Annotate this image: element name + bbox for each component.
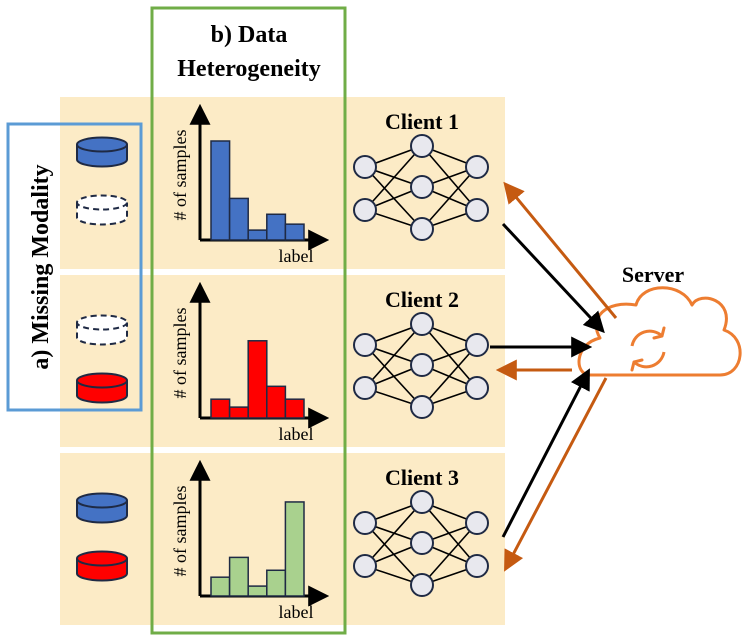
nn-node: [410, 490, 434, 514]
client-title: Client 1: [385, 109, 459, 134]
histogram-bar: [228, 556, 249, 597]
client-title: Client 2: [385, 287, 459, 312]
modality-cylinder-2-missing: [76, 194, 128, 226]
histogram-bar: [284, 501, 305, 597]
nn-node: [353, 376, 377, 400]
histogram-bar: [247, 229, 268, 241]
cloud-icon: [577, 286, 742, 377]
missing-modality-box: [6, 122, 143, 412]
download-arrow-client-1: [503, 181, 618, 319]
histogram-bar: [266, 385, 287, 419]
modality-cylinder-1-missing: [76, 314, 128, 346]
client-title: Client 3: [385, 465, 459, 490]
histogram-client-3: # of samples label: [170, 459, 330, 622]
client-contents: # of samples label Client 1 # of samples lab…: [76, 103, 489, 622]
modality-cylinder-1: [76, 136, 128, 168]
missing-modality-label: a) Missing Modality: [28, 164, 54, 369]
communication-arrows: [490, 181, 618, 572]
histogram-bar: [210, 576, 231, 597]
histogram-bar: [284, 398, 305, 419]
nn-node: [410, 531, 434, 555]
nn-node: [465, 511, 489, 535]
nn-node: [353, 554, 377, 578]
histogram-bar: [247, 585, 268, 597]
y-axis-label: # of samples: [170, 130, 190, 221]
neural-network-icon: [353, 490, 489, 597]
nn-node: [353, 333, 377, 357]
sync-icon: [630, 329, 664, 347]
nn-node: [410, 217, 434, 241]
nn-node: [410, 573, 434, 597]
nn-node: [410, 353, 434, 377]
nn-node: [410, 312, 434, 336]
data-heterogeneity-label-line1: b) Data: [211, 22, 288, 48]
nn-node: [410, 395, 434, 419]
server-cloud: [577, 286, 742, 377]
histogram-bar: [210, 140, 231, 241]
data-heterogeneity-label-line2: Heterogeneity: [177, 56, 321, 82]
upload-arrow-client-3: [501, 368, 590, 538]
histogram-client-1: # of samples label: [170, 103, 330, 266]
client-2: # of samples label Client 2: [76, 281, 489, 444]
modality-cylinder-2: [76, 372, 128, 404]
histogram-bar: [266, 213, 287, 241]
nn-node: [465, 333, 489, 357]
nn-node: [353, 511, 377, 535]
client-1: # of samples label Client 1: [76, 103, 489, 266]
nn-node: [353, 198, 377, 222]
x-axis-label: label: [279, 424, 314, 444]
y-axis-label: # of samples: [170, 486, 190, 577]
nn-node: [465, 155, 489, 179]
x-axis-label: label: [279, 602, 314, 622]
nn-node: [410, 175, 434, 199]
client-3: # of samples label Client 3: [76, 459, 489, 622]
nn-node: [410, 134, 434, 158]
histogram-bar: [247, 340, 268, 419]
nn-node: [465, 198, 489, 222]
data-heterogeneity-box: [150, 6, 347, 635]
nn-node: [353, 155, 377, 179]
histogram-bar: [228, 197, 249, 241]
nn-node: [465, 376, 489, 400]
y-axis-label: # of samples: [170, 308, 190, 399]
histogram-bar: [284, 223, 305, 241]
modality-cylinder-2: [76, 550, 128, 582]
client-panels: [60, 97, 505, 625]
upload-arrow-client-1: [501, 222, 605, 334]
histogram-client-2: # of samples label: [170, 281, 330, 444]
neural-network-icon: [353, 312, 489, 419]
histogram-bar: [210, 398, 231, 419]
x-axis-label: label: [279, 246, 314, 266]
neural-network-icon: [353, 134, 489, 241]
histogram-bar: [266, 569, 287, 597]
nn-node: [465, 554, 489, 578]
histogram-bar: [228, 406, 249, 419]
server-label: Server: [622, 262, 685, 287]
download-arrow-client-3: [504, 377, 608, 572]
modality-cylinder-1: [76, 492, 128, 524]
